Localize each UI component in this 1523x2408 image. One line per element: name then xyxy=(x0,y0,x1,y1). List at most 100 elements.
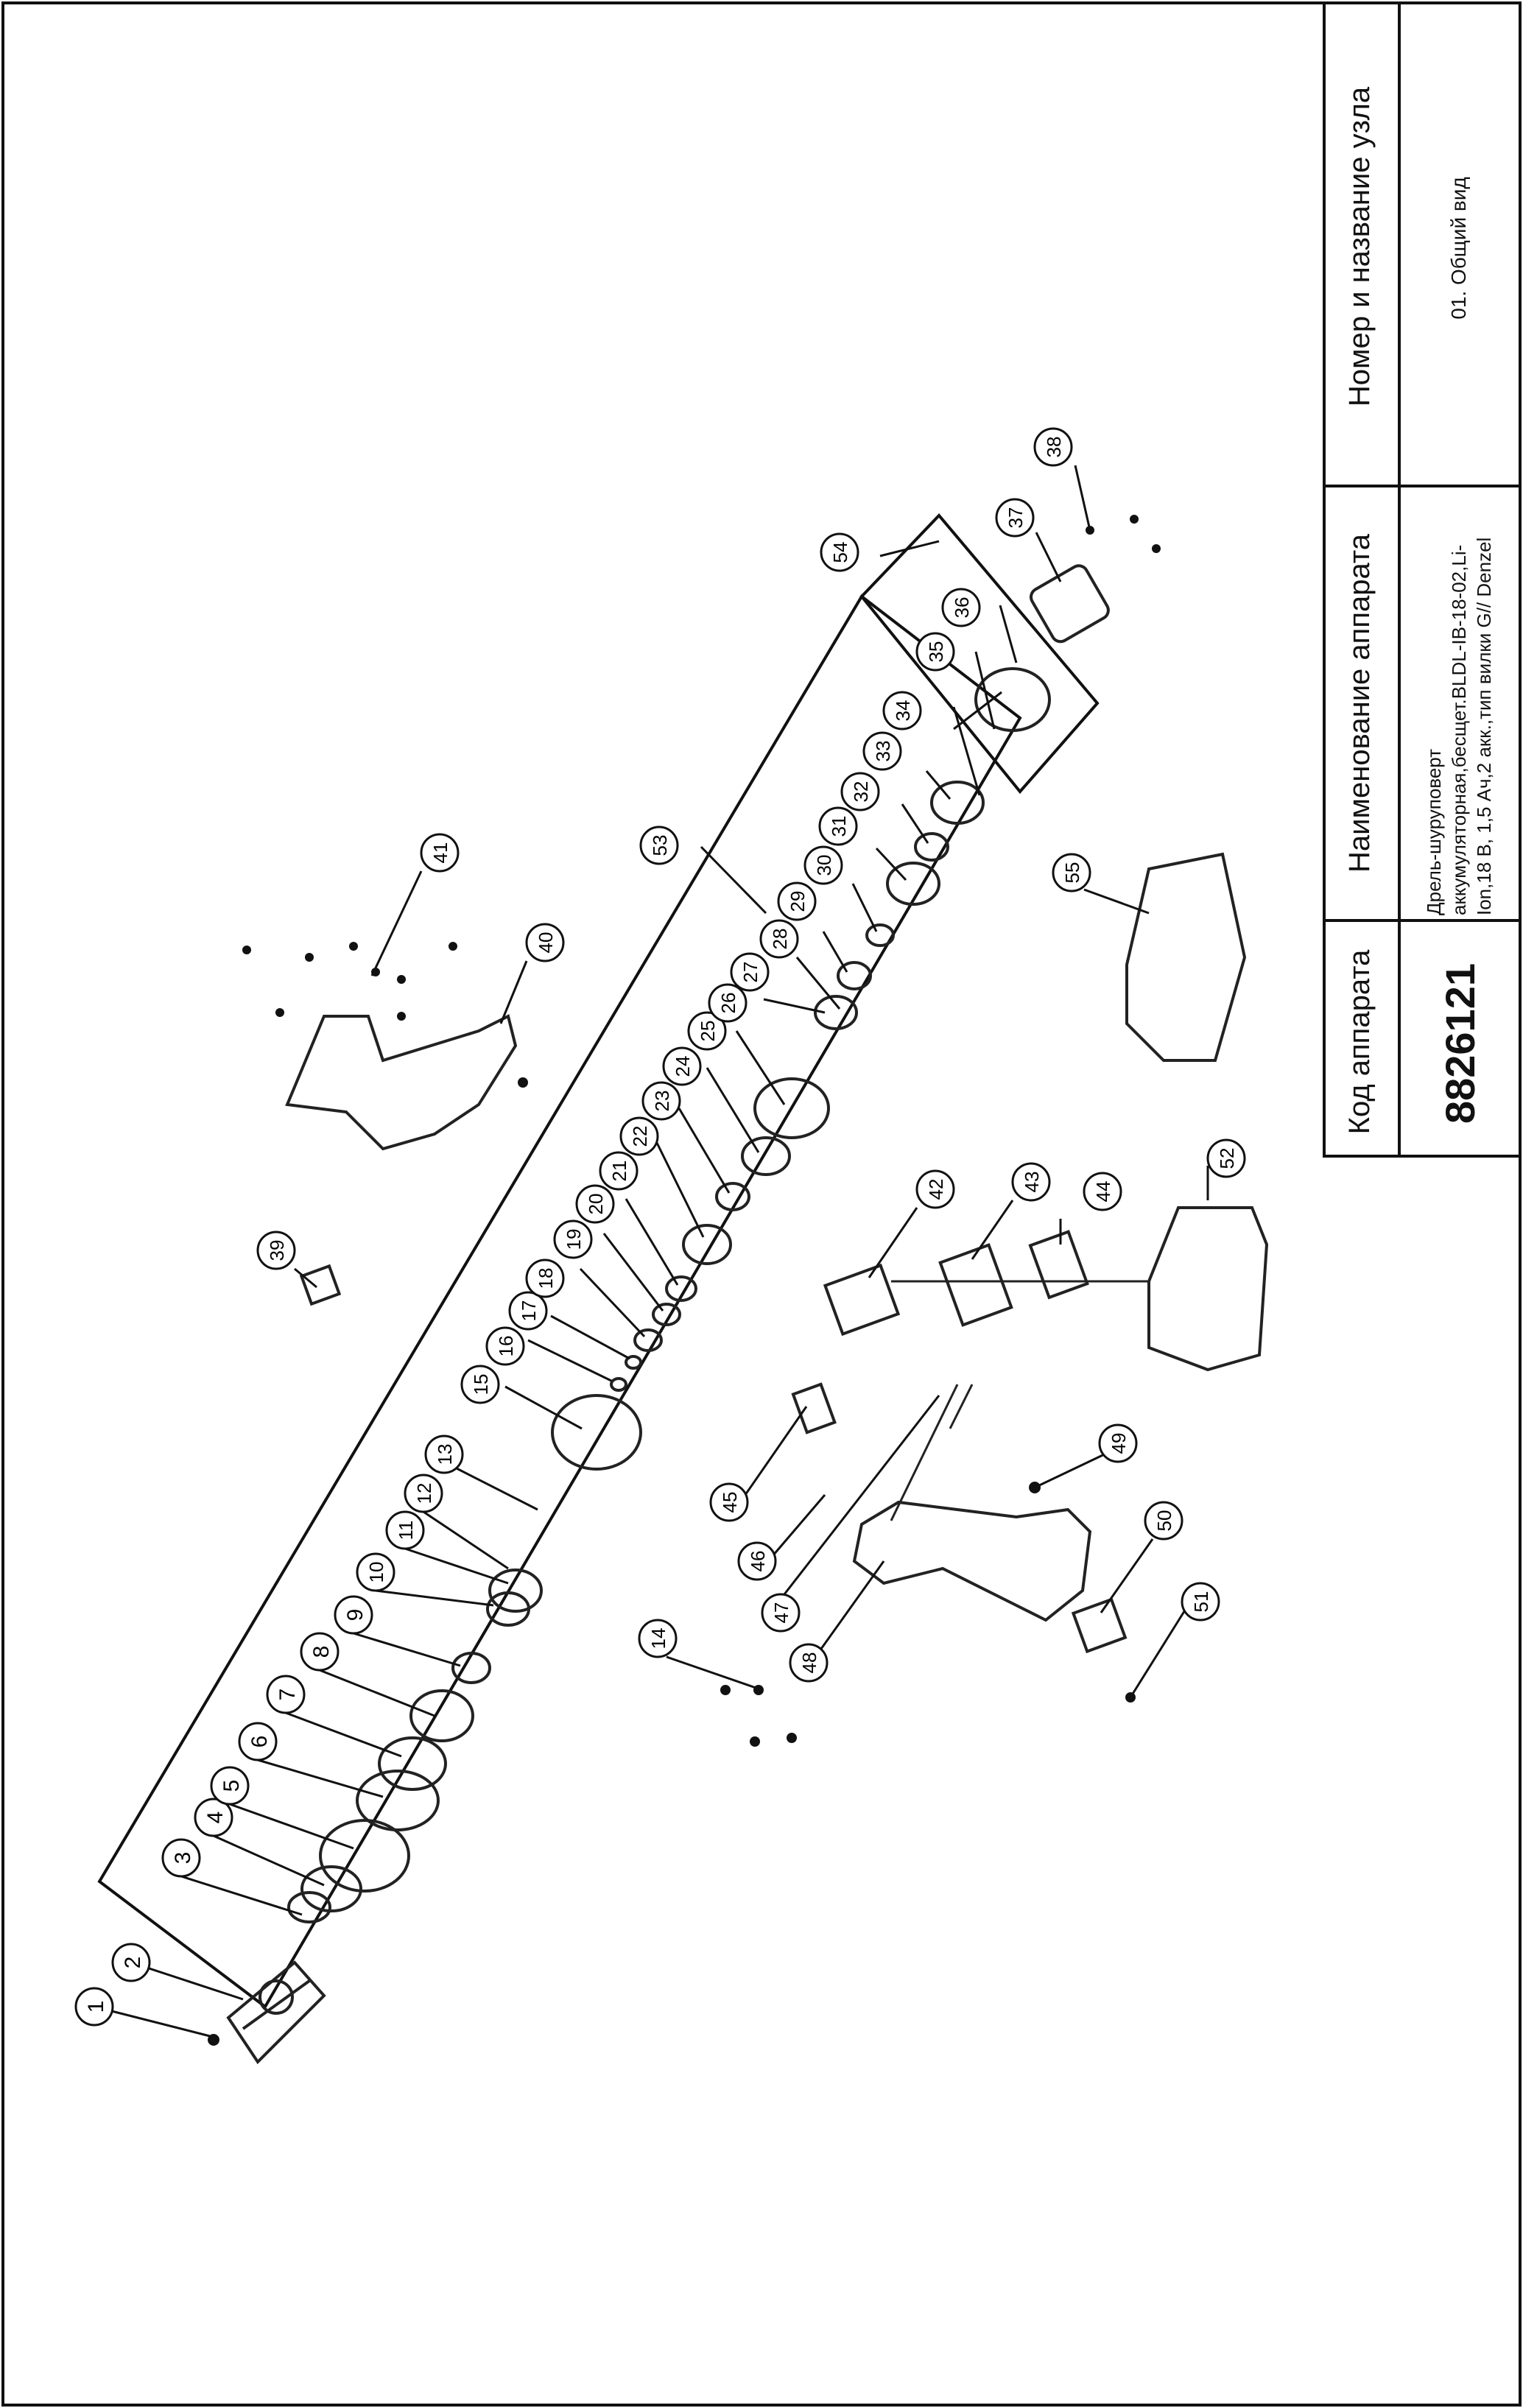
label-plate-part-2 xyxy=(791,1382,837,1434)
svg-text:15: 15 xyxy=(470,1374,492,1395)
svg-text:42: 42 xyxy=(925,1179,947,1200)
svg-text:11: 11 xyxy=(395,1521,417,1541)
svg-text:34: 34 xyxy=(892,700,914,722)
svg-text:1: 1 xyxy=(84,2001,108,2013)
svg-text:28: 28 xyxy=(769,929,791,950)
svg-text:32: 32 xyxy=(850,781,872,803)
svg-text:38: 38 xyxy=(1043,437,1065,458)
callout-2: 2 xyxy=(111,1943,151,1982)
svg-text:29: 29 xyxy=(787,891,809,912)
callout-20: 20 xyxy=(575,1184,615,1224)
callout-35: 35 xyxy=(915,632,955,672)
svg-text:44: 44 xyxy=(1092,1181,1114,1203)
callout-18: 18 xyxy=(525,1258,565,1298)
svg-text:27: 27 xyxy=(739,962,762,983)
node-header: Номер и название узла xyxy=(1343,86,1376,407)
svg-text:22: 22 xyxy=(629,1126,651,1147)
svg-text:35: 35 xyxy=(925,641,947,663)
callout-54: 54 xyxy=(820,532,859,572)
charger-part xyxy=(1125,852,1247,1062)
svg-text:13: 13 xyxy=(434,1444,456,1465)
callout-38: 38 xyxy=(1033,427,1073,467)
part-sketches xyxy=(226,564,1269,2065)
svg-text:16: 16 xyxy=(495,1336,517,1357)
callout-30: 30 xyxy=(803,845,843,885)
callout-34: 34 xyxy=(882,691,922,731)
svg-text:23: 23 xyxy=(651,1091,673,1112)
housing-half-part-2 xyxy=(852,1500,1092,1622)
callout-51: 51 xyxy=(1181,1582,1220,1622)
svg-text:14: 14 xyxy=(647,1628,669,1650)
svg-text:37: 37 xyxy=(1005,507,1027,529)
callout-26: 26 xyxy=(708,983,748,1023)
svg-text:43: 43 xyxy=(1021,1172,1043,1193)
svg-text:33: 33 xyxy=(872,741,894,762)
svg-text:45: 45 xyxy=(719,1492,741,1513)
svg-text:55: 55 xyxy=(1061,862,1083,884)
callout-22: 22 xyxy=(619,1116,659,1156)
callout-bubbles: 1 2 3 4 5 6 7 8 9 10 11 12 13 14 15 16 1… xyxy=(74,427,1246,2027)
callout-55: 55 xyxy=(1052,853,1091,893)
callout-47: 47 xyxy=(761,1593,801,1633)
title-block-frame xyxy=(1323,1,1522,1158)
callout-9: 9 xyxy=(334,1595,373,1635)
svg-text:51: 51 xyxy=(1190,1591,1212,1613)
svg-text:39: 39 xyxy=(266,1240,288,1261)
code-value: 8826121 xyxy=(1437,963,1483,1124)
svg-text:8: 8 xyxy=(309,1646,334,1658)
svg-text:48: 48 xyxy=(798,1652,820,1674)
switch-part xyxy=(823,1263,901,1337)
svg-text:49: 49 xyxy=(1108,1433,1130,1454)
housing-half-part xyxy=(285,1014,518,1151)
callout-39: 39 xyxy=(256,1231,296,1270)
control-board-part xyxy=(938,1243,1013,1327)
callout-3: 3 xyxy=(161,1838,201,1878)
callout-7: 7 xyxy=(266,1675,306,1714)
callout-52: 52 xyxy=(1206,1138,1246,1178)
callout-16: 16 xyxy=(485,1326,525,1366)
svg-text:36: 36 xyxy=(951,597,973,619)
svg-text:40: 40 xyxy=(535,932,557,954)
svg-text:54: 54 xyxy=(829,542,851,563)
callout-44: 44 xyxy=(1083,1172,1122,1211)
callout-12: 12 xyxy=(404,1474,443,1513)
svg-text:18: 18 xyxy=(535,1268,557,1289)
svg-text:25: 25 xyxy=(697,1021,719,1042)
callout-17: 17 xyxy=(508,1291,548,1331)
callout-27: 27 xyxy=(730,952,770,992)
svg-text:5: 5 xyxy=(219,1780,244,1792)
name-header: Наименование аппарата xyxy=(1343,534,1376,873)
svg-text:6: 6 xyxy=(247,1736,272,1748)
name-value: Дрель-шуруповерт аккумуляторная,бесщет.B… xyxy=(1423,537,1495,915)
chuck-part xyxy=(226,1960,326,2065)
callout-53: 53 xyxy=(639,825,679,865)
battery-pack-part xyxy=(1147,1206,1269,1372)
callout-46: 46 xyxy=(737,1541,777,1581)
callout-21: 21 xyxy=(599,1151,639,1191)
svg-text:41: 41 xyxy=(429,842,451,864)
callout-15: 15 xyxy=(460,1365,500,1404)
callout-49: 49 xyxy=(1098,1423,1138,1463)
svg-text:24: 24 xyxy=(672,1056,694,1077)
callout-37: 37 xyxy=(995,498,1035,538)
svg-text:50: 50 xyxy=(1153,1510,1175,1532)
svg-text:26: 26 xyxy=(717,993,739,1014)
callout-23: 23 xyxy=(641,1081,681,1121)
callout-40: 40 xyxy=(525,923,565,962)
svg-text:53: 53 xyxy=(649,835,671,856)
callout-42: 42 xyxy=(915,1169,955,1209)
module-part xyxy=(1028,1230,1089,1300)
svg-text:21: 21 xyxy=(608,1161,630,1182)
callout-19: 19 xyxy=(553,1219,593,1259)
node-value: 01. Общий вид xyxy=(1447,177,1470,320)
callout-24: 24 xyxy=(662,1046,702,1086)
gear-train-parts xyxy=(287,667,1051,1923)
callout-6: 6 xyxy=(238,1722,278,1761)
assembly-frames xyxy=(97,513,1100,2009)
callout-13: 13 xyxy=(424,1434,464,1474)
label-plate-part xyxy=(299,1264,342,1306)
callout-31: 31 xyxy=(818,806,858,846)
callout-33: 33 xyxy=(862,731,902,771)
